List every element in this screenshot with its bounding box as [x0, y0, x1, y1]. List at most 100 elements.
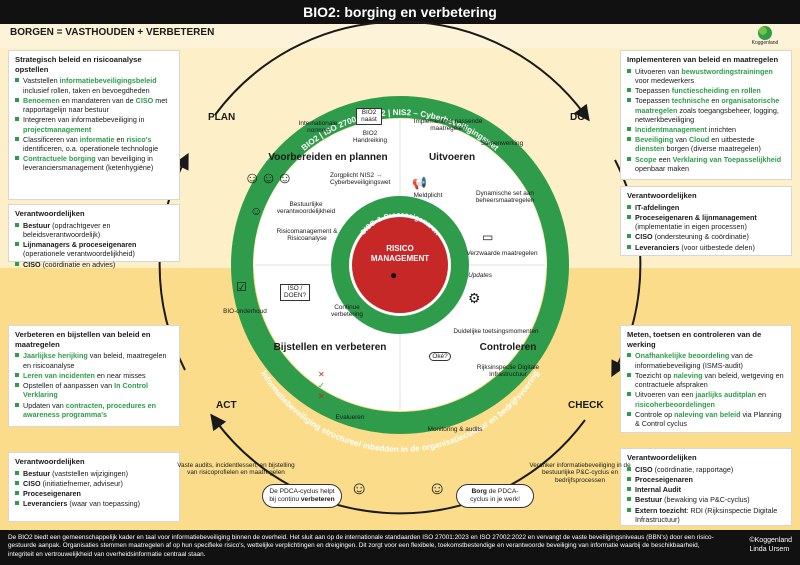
do_resp-item: Leveranciers (voor uitbestede delen) [627, 243, 785, 252]
bottom-left-note: Vaste audits, incidentlessen, en bijstel… [177, 462, 295, 477]
label-updates: Updates [468, 272, 492, 279]
person-right-icon: ☺ [428, 478, 447, 498]
bubble-left-bold: verbeteren [300, 495, 335, 503]
plan_resp-item: CISO (coördinatie en advies) [15, 260, 173, 269]
people-group-icon: ☺☺☺ [244, 170, 294, 187]
check_resp-item: CISO (coördinatie, rapportage) [627, 465, 785, 474]
bubble-right-bold: Borg [471, 488, 487, 495]
check_resp-item: Proceseigenaren [627, 475, 785, 484]
do-item: Beveiliging van Cloud en uitbestede dien… [627, 135, 785, 153]
label-rijksinspectie: Rijksinspectie Digitale Infrastructuur [476, 364, 540, 379]
act_resp-item: Proceseigenaren [15, 489, 173, 498]
label-continue: Continue verbetering [331, 304, 363, 319]
label-bio2-handreiking: BIO2 Handreiking [352, 130, 388, 145]
label-evalueren: Evalueren [335, 414, 365, 421]
plan-item: Integreren van informatiebeveiliging in … [15, 115, 173, 134]
panel-check-title: Meten, toetsen en controleren van de wer… [627, 330, 762, 349]
footer: De BIO2 biedt een gemeenschappelijk kade… [0, 530, 800, 565]
label-internationale-normen: Internationale normen [298, 120, 338, 135]
panel-act: Verbeteren en bijstellen van beleid en m… [8, 325, 180, 427]
label-bio-onderhoud: BIO-onderhoud [223, 308, 267, 315]
act_resp-item: Leveranciers (waar van toepassing) [15, 499, 173, 508]
bubble-right-text: de PDCA-cyclus in je werk! [470, 488, 520, 503]
plan-item: Classificeren van informatie en risico's… [15, 135, 173, 153]
plan-item: Benoemen en mandateren van de CISO met r… [15, 96, 173, 114]
label-iso-doen: ISO / DOEN? [280, 284, 310, 301]
do-item: Scope een Verklaring van Toepasselijkhei… [627, 155, 785, 173]
panel-plan-resp-title: Verantwoordelijken [15, 209, 85, 218]
act_resp-item: CISO (initiatiefnemer, adviseur) [15, 479, 173, 488]
check_resp-item: Bestuur (bewaking via P&C-cyclus) [627, 495, 785, 504]
do_resp-item: IT-afdelingen [627, 203, 785, 212]
panel-act-resp: Verantwoordelijken Bestuur (vaststellen … [8, 452, 180, 522]
stage-do: Uitvoeren [428, 152, 476, 163]
label-dynamische-set: Dynamische set aan beheersmaatregelen [475, 190, 535, 205]
evaluation-checklist: ✕ ✓ ✕ [318, 370, 325, 402]
page-title: BIO2: borging en verbetering [0, 0, 800, 24]
plan-item: Vaststellen informatiebeveiligingsbeleid… [15, 76, 173, 95]
panel-act-resp-title: Verantwoordelijken [15, 457, 85, 466]
cycle-arrow-bottom [210, 413, 586, 515]
check-item: Controle op naleving van beleid via Plan… [627, 410, 785, 428]
do-item: Toepassen technische en organisatorische… [627, 96, 785, 124]
do-item: Uitvoeren van bewustwordingstrainingen v… [627, 67, 785, 85]
do_resp-item: Proceseigenaren & lijnmanagement (implem… [627, 213, 785, 231]
label-bestuurlijke: Bestuurlijke verantwoordelijkheid [276, 201, 336, 216]
panel-check: Meten, toetsen en controleren van de wer… [620, 325, 792, 433]
speech-bubble-icon: ☺ [250, 204, 263, 218]
label-bio2-paper: BIO2 naast [356, 108, 382, 125]
stage-check: Controleren [479, 342, 537, 353]
panel-check-resp: Verantwoordelijken CISO (coördinatie, ra… [620, 448, 792, 526]
label-samenwerking: Samenwerking [480, 140, 524, 147]
panel-act-title: Verbeteren en bijstellen van beleid en m… [15, 330, 151, 349]
check-item: Uitvoeren van een jaarlijks auditplan en… [627, 390, 785, 409]
footer-text: De BIO2 biedt een gemeenschappelijk kade… [8, 534, 714, 558]
koggenland-logo: Koggenland [740, 24, 790, 54]
bubble-right: Borg de PDCA-cyclus in je werk! [456, 484, 534, 508]
panel-plan-resp: Verantwoordelijken Bestuur (opdrachtgeve… [8, 204, 180, 269]
person-left-icon: ☺ [350, 478, 369, 498]
act_resp-item: Bestuur (vaststellen wijzigingen) [15, 469, 173, 478]
label-toetsingsmomenten: Duidelijke toetsingsmomenten [453, 328, 539, 335]
eval-mark-3: ✕ [318, 391, 325, 401]
panel-plan: Strategisch beleid en risicoanalyse opst… [8, 50, 180, 200]
label-meldplicht: Meldplicht [413, 192, 443, 199]
cycle-arrow-top [214, 20, 590, 122]
phase-check: CHECK [568, 400, 604, 411]
label-implementeer: Implementeer passende maatregelen [413, 118, 483, 133]
check_resp-item: Internal Audit [627, 485, 785, 494]
footer-credits: ©Koggenland Linda Ursem [749, 536, 792, 554]
bomb-icon: ● [390, 268, 398, 282]
panel-do-resp-title: Verantwoordelijken [627, 191, 697, 200]
label-risicomanagement: Risicomanagement & Risicoanalyse [276, 228, 338, 243]
check-item: Onafhankelijke beoordeling van de inform… [627, 351, 785, 370]
act-item: Jaarlijkse herijking van beleid, maatreg… [15, 351, 173, 370]
checklist-icon: ☑ [236, 280, 247, 294]
footer-author: Linda Ursem [749, 546, 790, 554]
phase-plan: PLAN [208, 112, 236, 123]
label-oke: Oké? [429, 352, 451, 362]
phase-act: ACT [216, 400, 237, 411]
panel-check-list: Onafhankelijke beoordeling van de inform… [627, 351, 785, 428]
risk-core [352, 217, 448, 313]
panel-act-list: Jaarlijkse herijking van beleid, maatreg… [15, 351, 173, 419]
eval-mark-1: ✕ [318, 370, 325, 379]
do_resp-item: CISO (ondersteuning & coördinatie) [627, 232, 785, 241]
do-item: Toepassen functiescheiding en rollen [627, 86, 785, 95]
footer-copyright: ©Koggenland [749, 537, 792, 544]
act-item: Updaten van contracten, procedures en aw… [15, 401, 173, 419]
act-item: Leren van incidenten en near misses [15, 371, 173, 380]
stage-act: Bijstellen en verbeteren [273, 342, 387, 353]
network-icon: ⚙ [468, 290, 481, 306]
panel-plan-list: Vaststellen informatiebeveiligingsbeleid… [15, 76, 173, 172]
panel-plan-resp-list: Bestuur (opdrachtgever en beleidsverantw… [15, 221, 173, 269]
laptop-icon: ▭ [482, 230, 494, 244]
center-label: RISICO MANAGEMENT [370, 244, 430, 263]
subheader: BORGEN = VASTHOUDEN + VERBETEREN [10, 27, 215, 38]
eval-mark-2: ✓ [318, 380, 325, 390]
plan-item: Contractuele borging van beveiliging in … [15, 154, 173, 172]
act-item: Opstellen of aanpassen van In Control Ve… [15, 381, 173, 399]
logo-text: Koggenland [751, 40, 779, 46]
